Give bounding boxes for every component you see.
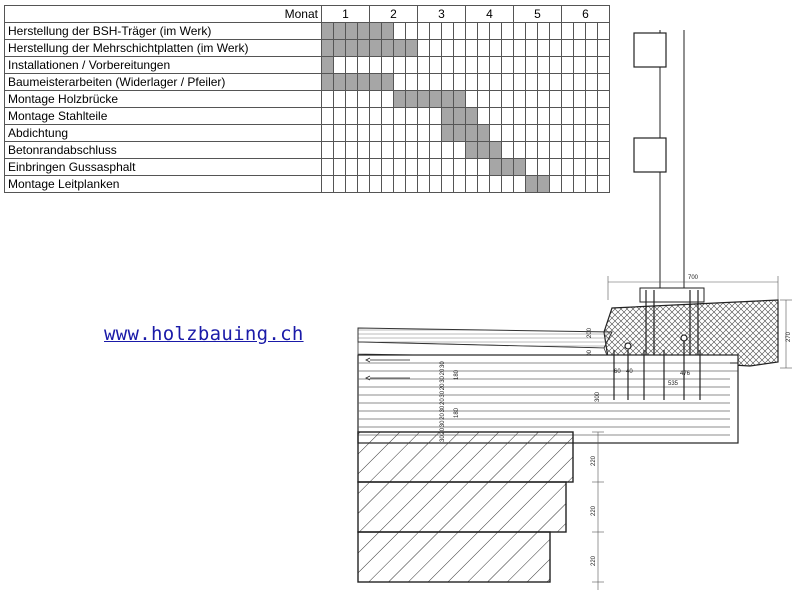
schedule-bar-cell bbox=[405, 90, 418, 108]
dim-label-60: 60 bbox=[614, 369, 621, 375]
schedule-bar-cell bbox=[381, 73, 394, 91]
task-label: Herstellung der BSH-Träger (im Werk) bbox=[4, 22, 322, 40]
dim-label-220-a: 220 bbox=[591, 455, 597, 466]
dim-label-180-upper: 180 bbox=[454, 369, 460, 380]
layer-thickness-label: 30 bbox=[440, 375, 446, 382]
dim-label-476: 476 bbox=[680, 371, 691, 377]
layer-thickness-label: 30 bbox=[440, 361, 446, 368]
schedule-bar-cell bbox=[429, 90, 442, 108]
schedule-bar-cell bbox=[477, 124, 490, 142]
schedule-empty-cell bbox=[597, 175, 610, 193]
schedule-bar-cell bbox=[393, 90, 406, 108]
dim-label-700: 700 bbox=[688, 275, 699, 281]
schedule-bar-cell bbox=[453, 124, 466, 142]
layer-thickness-label: 30 bbox=[440, 405, 446, 412]
task-label: Betonrandabschluss bbox=[4, 141, 322, 159]
glulam-beams bbox=[357, 431, 574, 583]
task-row: Installationen / Vorbereitungen bbox=[4, 56, 610, 74]
deck-arrows bbox=[365, 357, 410, 381]
cross-laminated-deck bbox=[357, 354, 739, 444]
schedule-bar-cell bbox=[525, 175, 538, 193]
schedule-bar-cell bbox=[489, 158, 502, 176]
schedule-body: Herstellung der BSH-Träger (im Werk)Hers… bbox=[4, 22, 610, 193]
dim-label-40: 40 bbox=[626, 369, 633, 375]
task-row: Betonrandabschluss bbox=[4, 141, 610, 159]
glulam-beam-lower bbox=[357, 531, 551, 583]
layer-thickness-label: 20 bbox=[440, 412, 446, 419]
schedule-bar-cell bbox=[321, 22, 334, 40]
dim-label-220-c: 220 bbox=[591, 555, 597, 566]
beam-dimension-line bbox=[592, 431, 604, 590]
dim-label-220-b: 220 bbox=[591, 505, 597, 516]
schedule-bar-cell bbox=[357, 73, 370, 91]
dim-label-270: 270 bbox=[786, 331, 792, 342]
task-label: Montage Leitplanken bbox=[4, 175, 322, 193]
glulam-beam-upper bbox=[357, 431, 574, 483]
schedule-bar-cell bbox=[345, 39, 358, 57]
layer-thickness-label: 20 bbox=[440, 427, 446, 434]
dim-label-535: 535 bbox=[668, 381, 679, 387]
task-label: Einbringen Gussasphalt bbox=[4, 158, 322, 176]
layer-thickness-label: 30 bbox=[440, 420, 446, 427]
steel-connectors bbox=[613, 334, 701, 400]
dim-label-180-lower: 180 bbox=[454, 407, 460, 418]
schedule-bar-cell bbox=[453, 90, 466, 108]
glulam-beam-middle bbox=[357, 481, 567, 533]
task-row: Herstellung der BSH-Träger (im Werk) bbox=[4, 22, 610, 40]
layer-thickness-labels: 3020302030203020302030 bbox=[440, 361, 446, 442]
post-base-plate bbox=[639, 287, 705, 303]
dimension-700: 700 bbox=[607, 275, 779, 300]
guardrail-beam-lower bbox=[633, 137, 667, 173]
schedule-bar-cell bbox=[381, 22, 394, 40]
task-row: Montage Stahlteile bbox=[4, 107, 610, 125]
dim-label-200-a: 200 bbox=[587, 327, 593, 338]
website-link[interactable]: www.holzbauing.ch bbox=[104, 323, 304, 345]
layer-thickness-label: 20 bbox=[440, 383, 446, 390]
task-row: Baumeisterarbeiten (Widerlager / Pfeiler… bbox=[4, 73, 610, 91]
layer-thickness-label: 20 bbox=[440, 368, 446, 375]
dimension-270: 270 bbox=[780, 299, 792, 369]
layer-thickness-label: 30 bbox=[440, 390, 446, 397]
guardrail-beam-upper bbox=[633, 32, 667, 68]
dim-label-300: 300 bbox=[595, 391, 601, 402]
task-row: Montage Holzbrücke bbox=[4, 90, 610, 108]
anchor-bolts bbox=[645, 290, 699, 356]
railing-post bbox=[633, 30, 685, 292]
schedule-bar-cell bbox=[417, 90, 430, 108]
schedule-bar-cell bbox=[537, 175, 550, 193]
layer-thickness-label: 20 bbox=[440, 398, 446, 405]
schedule-bar-cell bbox=[441, 124, 454, 142]
task-row: Montage Leitplanken bbox=[4, 175, 610, 193]
